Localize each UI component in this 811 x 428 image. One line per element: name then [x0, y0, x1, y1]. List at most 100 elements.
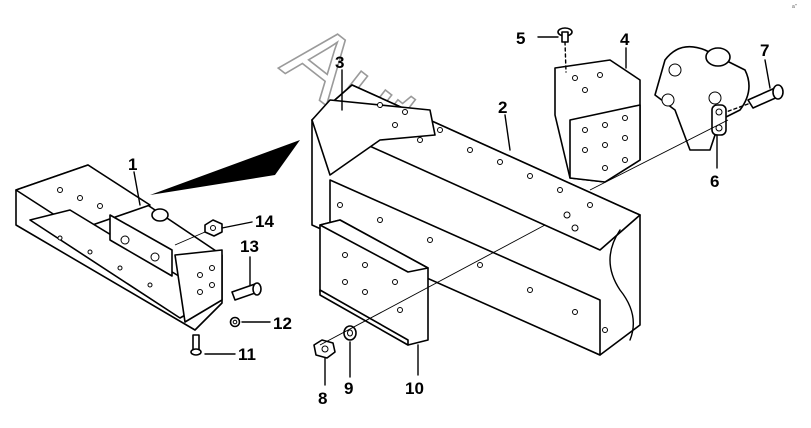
callout-3: 3 — [335, 53, 344, 72]
rail-hole — [402, 109, 408, 115]
part-5-rivet — [557, 27, 573, 73]
nut-12-hole — [232, 319, 238, 325]
part-14-nut — [204, 219, 223, 237]
plate-hole — [342, 279, 348, 285]
corner-mark: a'' — [792, 4, 797, 10]
rail-hole — [563, 211, 571, 219]
callout-8: 8 — [318, 389, 327, 408]
upright-hole — [597, 72, 603, 78]
bracket-hole — [209, 265, 215, 271]
bracket-hole — [57, 187, 63, 193]
rail-hole — [527, 287, 533, 293]
plate-hole — [342, 252, 348, 258]
bracket-hole — [117, 265, 123, 271]
part-11-bolt — [190, 334, 202, 356]
part-13-bolt — [231, 282, 262, 301]
callout-14: 14 — [255, 212, 274, 231]
leader-2 — [504, 114, 511, 151]
rail-hole — [497, 159, 503, 165]
shadow-wedge — [150, 140, 300, 195]
rail-hole — [527, 173, 533, 179]
rail-hole — [437, 127, 443, 133]
bracket-hole — [77, 195, 83, 201]
plate-hole — [362, 262, 368, 268]
part-10-plate — [319, 219, 429, 346]
callout-6: 6 — [710, 172, 719, 191]
shackle-link — [711, 104, 727, 136]
rail-hole — [571, 224, 579, 232]
upright-hole — [582, 87, 588, 93]
part-12-nut — [229, 316, 241, 328]
rail-hole — [417, 137, 423, 143]
rail-hole — [427, 237, 433, 243]
part-6-shackle — [654, 45, 750, 151]
callout-7: 7 — [760, 41, 769, 60]
shackle-eye — [661, 93, 675, 107]
bracket-hole — [197, 272, 203, 278]
bracket-hole — [147, 282, 153, 288]
rail-hole — [602, 327, 608, 333]
assembly-line — [174, 231, 206, 246]
rail-edge — [329, 179, 601, 301]
callout-4: 4 — [620, 30, 630, 49]
rail-hole — [467, 147, 473, 153]
rail-hole — [377, 102, 383, 108]
bracket-hole — [57, 235, 63, 241]
rail-hole — [377, 217, 383, 223]
shackle-boss — [705, 47, 731, 67]
rail-web-curve — [609, 229, 634, 341]
bracket-hole — [209, 282, 215, 288]
washer-hole — [347, 329, 353, 337]
part-7-bolt — [725, 84, 784, 113]
bolt-head — [772, 84, 784, 100]
callout-9: 9 — [344, 379, 353, 398]
upright-hole — [602, 122, 608, 128]
leader-lines — [133, 36, 771, 386]
upright-hole — [602, 142, 608, 148]
callout-labels: 1 2 3 4 5 6 7 8 9 10 11 12 13 14 — [128, 29, 769, 408]
assembly-line — [319, 224, 546, 346]
leader-14 — [221, 221, 253, 229]
callout-1: 1 — [128, 155, 137, 174]
bolt-leader — [725, 103, 749, 113]
plate-bottom-edge — [319, 289, 409, 346]
rail-hole — [477, 262, 483, 268]
rail-end-bracket — [311, 99, 436, 176]
plate-hole — [362, 289, 368, 295]
bracket-hole — [197, 289, 203, 295]
callout-10: 10 — [405, 379, 424, 398]
bracket-boss — [151, 208, 169, 222]
upright-hole — [602, 165, 608, 171]
rail-hole — [337, 202, 343, 208]
part-9-washer — [343, 325, 357, 341]
rivet-leader — [564, 41, 567, 73]
plate-hole — [392, 279, 398, 285]
rail-hole — [587, 202, 593, 208]
plate-hole — [397, 307, 403, 313]
bracket-hole — [87, 249, 93, 255]
part-8-nut — [313, 339, 336, 359]
leader-7 — [764, 59, 771, 89]
part-1-bracket — [15, 164, 223, 331]
part-4-upright-bracket — [554, 59, 641, 183]
callout-11: 11 — [238, 345, 256, 364]
rivet-shank — [561, 31, 569, 43]
upright-hole — [622, 115, 628, 121]
rail-hole — [572, 309, 578, 315]
shackle-link-hole — [715, 108, 723, 116]
upright-hole — [582, 147, 588, 153]
bolt-13-head — [252, 282, 262, 296]
upright-hole — [582, 127, 588, 133]
rail-hole — [392, 122, 398, 128]
callout-13: 13 — [240, 237, 259, 256]
bracket-hole — [97, 203, 103, 209]
assembly-line — [589, 119, 729, 191]
shackle-eye — [668, 63, 682, 77]
bracket-bolt-hole — [120, 235, 130, 245]
callout-2: 2 — [498, 98, 507, 117]
shackle-eye — [708, 91, 722, 105]
nut-14-hole — [210, 225, 216, 231]
upright-hole — [572, 75, 578, 81]
